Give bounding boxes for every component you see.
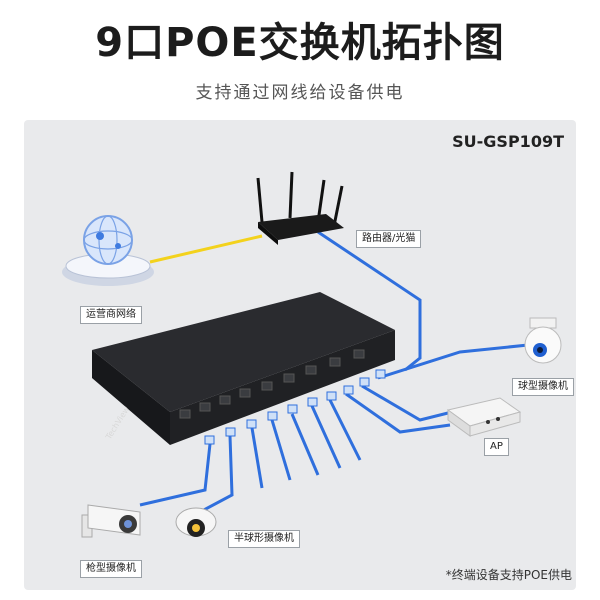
half-dome-camera-label: 半球形摄像机 xyxy=(228,530,300,548)
switch-brand: TechView xyxy=(104,405,132,442)
fan-cable-1 xyxy=(328,399,362,461)
fan-cable-5 xyxy=(250,427,264,489)
switch-dome-cable xyxy=(377,343,529,380)
page-title: 9口POE交换机拓扑图 xyxy=(95,20,505,66)
dome-camera-label: 球型摄像机 xyxy=(512,378,574,396)
isp-router-cable xyxy=(149,234,263,264)
footnote: *终端设备支持POE供电 xyxy=(445,568,572,582)
dome-camera-icon xyxy=(524,317,562,364)
fan-cable-4 xyxy=(270,419,292,481)
bullet-camera-icon xyxy=(81,504,141,538)
page-subtitle: 支持通过网线给设备供电 xyxy=(195,83,405,103)
isp-label: 运营商网络 xyxy=(80,306,142,324)
switch-ap-cable-2 xyxy=(345,392,451,434)
router-icon xyxy=(256,171,344,245)
fan-cable-3 xyxy=(290,413,320,476)
switch-ap-cable-1 xyxy=(361,384,461,422)
fan-cable-7 xyxy=(139,443,212,507)
ap-icon xyxy=(446,397,522,437)
fan-cable-2 xyxy=(310,405,342,469)
ap-label: AP xyxy=(484,438,509,456)
fan-cable-6 xyxy=(199,435,234,514)
half-dome-camera-icon xyxy=(175,507,217,537)
bullet-camera-label: 枪型摄像机 xyxy=(80,560,142,578)
globe-icon xyxy=(62,215,154,286)
switch-icon xyxy=(92,292,395,445)
router-switch-cable xyxy=(317,230,422,372)
router-label: 路由器/光猫 xyxy=(356,230,422,248)
model-number: SU-GSP109T xyxy=(452,132,564,151)
rj45-connector-icon xyxy=(204,369,386,445)
